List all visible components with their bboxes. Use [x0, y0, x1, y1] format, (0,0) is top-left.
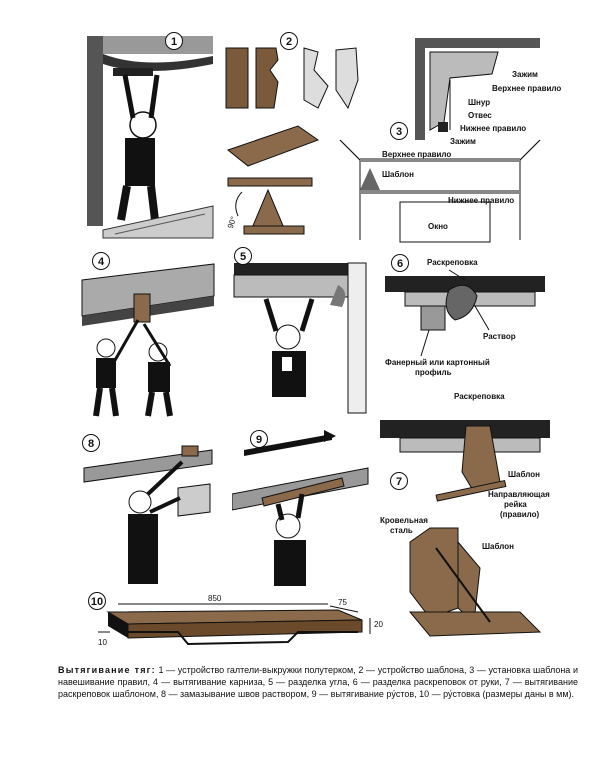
panel-number-3: 3 [390, 122, 408, 140]
label-profile-line2: профиль [415, 368, 452, 377]
panel-number-7: 7 [390, 472, 408, 490]
label-mortar: Раствор [483, 332, 516, 341]
caption-title: Вытягивание тяг: [58, 665, 156, 675]
label-template-7b: Шаблон [482, 542, 514, 551]
label-guide-line3: (правило) [500, 510, 540, 519]
panel-8-illustration [83, 445, 213, 584]
dim-thickness: 10 [98, 638, 107, 647]
label-top-rule-2: Верхнее правило [382, 150, 452, 159]
panel-3-illustration [339, 38, 541, 243]
label-plumb: Отвес [468, 111, 492, 120]
label-steel-line2: сталь [390, 526, 413, 535]
dim-length: 850 [208, 594, 222, 603]
panel-8-seam-sealing: 8 [78, 428, 218, 588]
panel-3-template-setup: 3 Зажим Верхнее правило Шнур Отвес Нижне… [320, 30, 561, 245]
panel-10-rustication-board: 10 850 75 20 10 [88, 592, 388, 658]
panel-number-9: 9 [250, 430, 268, 448]
panel-number-4: 4 [92, 252, 110, 270]
panel-9-rustication-pulling: 9 [232, 428, 372, 588]
label-cord: Шнур [468, 98, 491, 107]
label-clamp-top: Зажим [512, 70, 538, 79]
panel-6-hand-raskrepovka: 6 Раскреповка Раствор Фанерный или карто… [385, 250, 555, 390]
label-window: Окно [428, 222, 448, 231]
label-guide-line1: Направляющая [488, 490, 550, 499]
label-template: Шаблон [382, 170, 414, 179]
label-template-7: Шаблон [508, 470, 540, 479]
panel-2-illustration [225, 47, 359, 235]
figure-caption: Вытягивание тяг: 1 — устройство галтели-… [58, 664, 578, 700]
caption-text: 1 — устройство галтели-выкружки полутерк… [58, 665, 579, 699]
label-guide-line2: рейка [504, 500, 527, 509]
panel-4-cornice-pulling: 4 [78, 250, 218, 420]
label-raskrepovka-6: Раскреповка [427, 258, 478, 267]
panel-number-2: 2 [280, 32, 298, 50]
panel-1-illustration [87, 36, 214, 239]
panel-number-10: 10 [88, 592, 106, 610]
label-steel-line1: Кровельная [380, 516, 428, 525]
panel-1-cove-forming: 1 [85, 30, 215, 240]
panel-2-template-making: 2 90° [218, 30, 368, 240]
label-top-rule: Верхнее правило [492, 84, 562, 93]
panel-6-illustration [385, 269, 545, 357]
dim-width: 75 [338, 598, 347, 607]
panel-number-1: 1 [165, 32, 183, 50]
label-profile-line1: Фанерный или картонный [385, 358, 490, 367]
panel-number-8: 8 [82, 434, 100, 452]
panel-5-illustration [233, 262, 367, 414]
label-bottom-rule-2: Нижнее правило [448, 196, 515, 205]
label-raskrepovka-7: Раскреповка [454, 392, 505, 401]
panel-10-illustration [98, 603, 371, 646]
dim-height: 20 [374, 620, 383, 629]
panel-7-illustration [380, 420, 550, 637]
panel-number-6: 6 [391, 254, 409, 272]
panel-7-template-raskrepovka: 7 Раскреповка Шаблон Направляющая рейка … [370, 392, 560, 642]
label-clamp-bottom: Зажим [450, 137, 476, 146]
panel-4-illustration [81, 263, 215, 417]
panel-5-corner-dressing: 5 [230, 245, 370, 420]
panel-number-5: 5 [234, 247, 252, 265]
label-bottom-rule: Нижнее правило [460, 124, 527, 133]
panel-9-illustration [232, 430, 369, 586]
